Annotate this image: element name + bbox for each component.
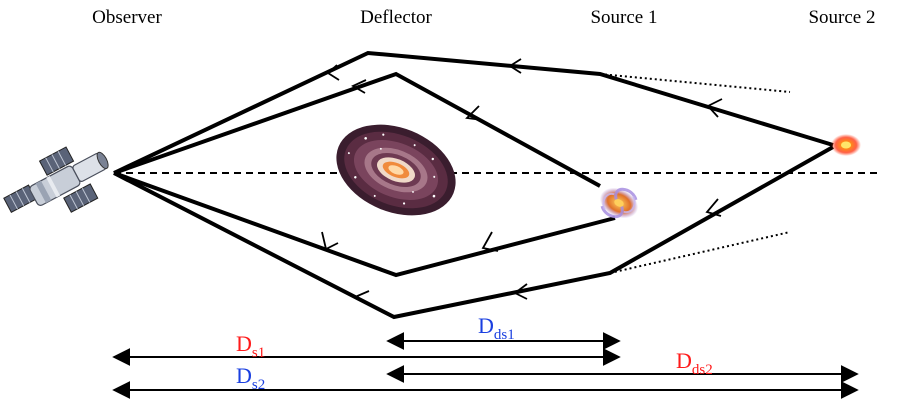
ray-direction-chevron bbox=[706, 98, 723, 118]
ray-direction-chevron bbox=[351, 79, 367, 94]
galaxy-icon bbox=[336, 124, 456, 216]
satellite-telescope-icon bbox=[3, 146, 109, 214]
spiral-galaxy-icon bbox=[599, 187, 639, 219]
source1-label: Source 1 bbox=[590, 7, 657, 28]
ray-direction-chevron bbox=[513, 283, 528, 300]
ray-direction-chevron bbox=[352, 290, 370, 305]
lower-dotted-extension bbox=[609, 231, 791, 274]
ds2-label: Dds2 bbox=[676, 348, 713, 378]
ray-direction-chevron bbox=[508, 58, 522, 74]
ray-direction-chevron bbox=[321, 231, 339, 251]
s1-label: Ds1 bbox=[236, 331, 265, 361]
outer-lower-ray bbox=[113, 145, 834, 320]
deflector-label: Deflector bbox=[360, 7, 432, 28]
outer-upper-ray bbox=[113, 50, 834, 175]
ds1-label: Dds1 bbox=[478, 313, 515, 343]
ray-direction-chevron bbox=[465, 105, 483, 121]
inner-upper-ray bbox=[113, 71, 601, 188]
red-glow-source-icon bbox=[831, 134, 861, 156]
source2-label: Source 2 bbox=[808, 7, 875, 28]
observer-label: Observer bbox=[92, 7, 162, 28]
ray-direction-chevron bbox=[481, 231, 499, 252]
ray-direction-chevron bbox=[326, 64, 340, 81]
upper-dotted-extension bbox=[599, 73, 791, 93]
inner-lower-ray bbox=[113, 171, 616, 278]
s2-label: Ds2 bbox=[236, 363, 265, 393]
ray-direction-chevron bbox=[705, 198, 722, 217]
